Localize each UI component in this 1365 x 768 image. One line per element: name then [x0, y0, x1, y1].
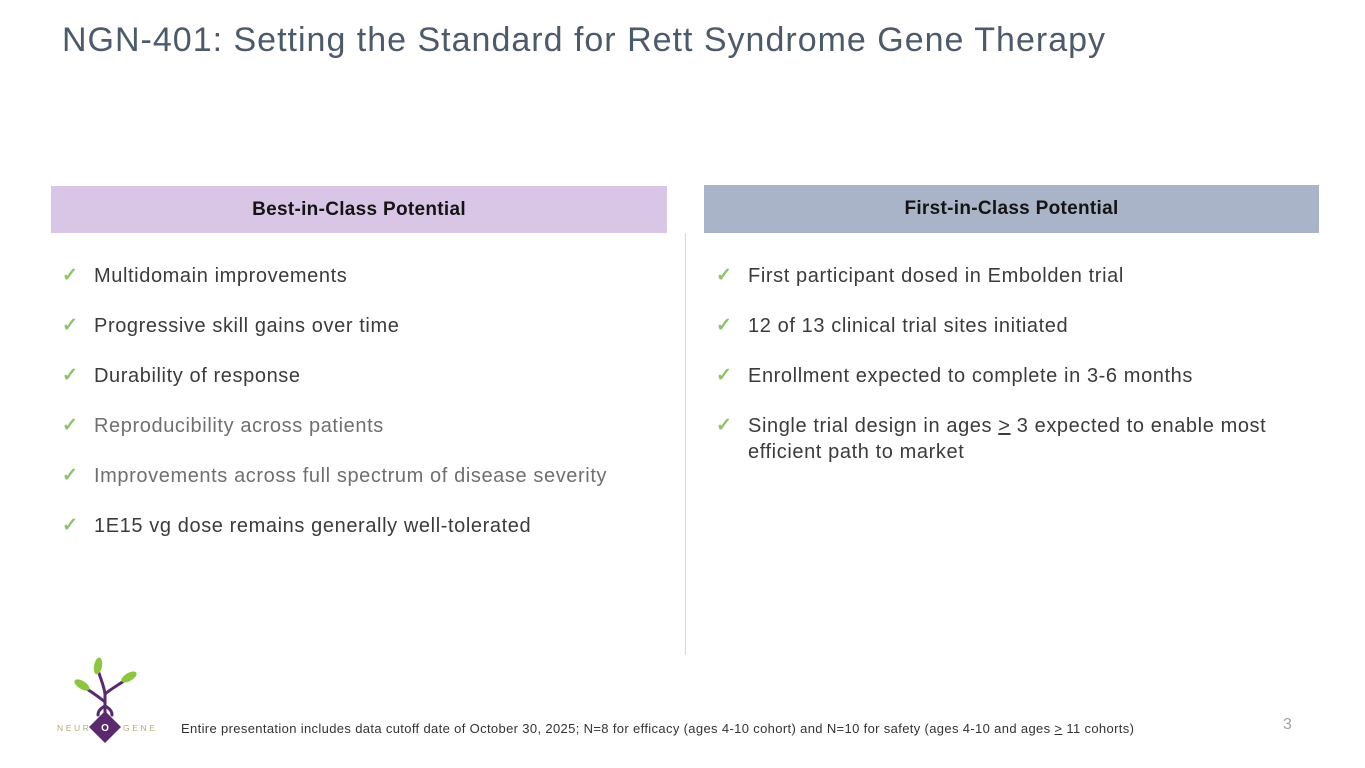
checkmark-icon: ✓ — [62, 415, 78, 436]
logo-letters-gene: GENE — [123, 723, 158, 733]
list-item-text: Single trial design in ages > 3 expected… — [748, 413, 1308, 465]
list-item-text-post: 3 expected to enable most efficient path… — [748, 415, 1267, 463]
list-item: ✓ Single trial design in ages > 3 expect… — [716, 413, 1308, 465]
list-item-text: Reproducibility across patients — [94, 415, 384, 437]
data-cutoff-footnote: Entire presentation includes data cutoff… — [181, 720, 1291, 737]
list-item: ✓ 12 of 13 clinical trial sites initiate… — [716, 313, 1308, 339]
greater-equal-symbol: > — [998, 415, 1011, 437]
list-item: ✓ Improvements across full spectrum of d… — [62, 463, 614, 489]
first-in-class-header-label: First-in-Class Potential — [904, 198, 1119, 219]
list-item: ✓ Enrollment expected to complete in 3-6… — [716, 363, 1308, 389]
checkmark-icon: ✓ — [716, 415, 732, 436]
list-item-text: Multidomain improvements — [94, 265, 348, 287]
first-in-class-header: First-in-Class Potential — [704, 185, 1319, 233]
list-item: ✓ 1E15 vg dose remains generally well-to… — [62, 513, 614, 539]
list-item-text: 12 of 13 clinical trial sites initiated — [748, 315, 1069, 337]
column-divider — [685, 233, 686, 655]
slide-title: NGN-401: Setting the Standard for Rett S… — [62, 21, 1107, 59]
best-in-class-list: ✓ Multidomain improvements ✓ Progressive… — [62, 263, 614, 563]
list-item-text: Progressive skill gains over time — [94, 315, 400, 337]
list-item: ✓ Reproducibility across patients — [62, 413, 614, 439]
list-item: ✓ First participant dosed in Embolden tr… — [716, 263, 1308, 289]
checkmark-icon: ✓ — [62, 465, 78, 486]
checkmark-icon: ✓ — [62, 265, 78, 286]
logo-letter-o: O — [101, 723, 109, 734]
list-item-text: 1E15 vg dose remains generally well-tole… — [94, 515, 532, 537]
checkmark-icon: ✓ — [62, 515, 78, 536]
list-item-text: First participant dosed in Embolden tria… — [748, 265, 1124, 287]
page-number: 3 — [1283, 716, 1292, 733]
checkmark-icon: ✓ — [716, 265, 732, 286]
greater-equal-symbol: > — [1054, 721, 1063, 736]
list-item-text: Improvements across full spectrum of dis… — [94, 465, 608, 487]
list-item: ✓ Multidomain improvements — [62, 263, 614, 289]
checkmark-icon: ✓ — [716, 315, 732, 336]
first-in-class-list: ✓ First participant dosed in Embolden tr… — [716, 263, 1308, 489]
checkmark-icon: ✓ — [62, 365, 78, 386]
checkmark-icon: ✓ — [62, 315, 78, 336]
footnote-text-post: 11 cohorts) — [1062, 721, 1135, 736]
best-in-class-header: Best-in-Class Potential — [51, 186, 667, 233]
best-in-class-header-label: Best-in-Class Potential — [252, 198, 466, 220]
list-item: ✓ Durability of response — [62, 363, 614, 389]
logo-diamond — [89, 711, 121, 743]
checkmark-icon: ✓ — [716, 365, 732, 386]
footnote-text-pre: Entire presentation includes data cutoff… — [181, 721, 1055, 736]
list-item-text: Durability of response — [94, 365, 301, 387]
list-item-text-pre: Single trial design in ages — [748, 415, 999, 437]
list-item-text: Enrollment expected to complete in 3-6 m… — [748, 365, 1193, 387]
neurogene-logo: O NEUR GENE — [56, 656, 170, 755]
neurogene-tree-icon: O NEUR GENE — [57, 657, 158, 743]
list-item: ✓ Progressive skill gains over time — [62, 313, 614, 339]
logo-letters-neur: NEUR — [57, 723, 92, 733]
